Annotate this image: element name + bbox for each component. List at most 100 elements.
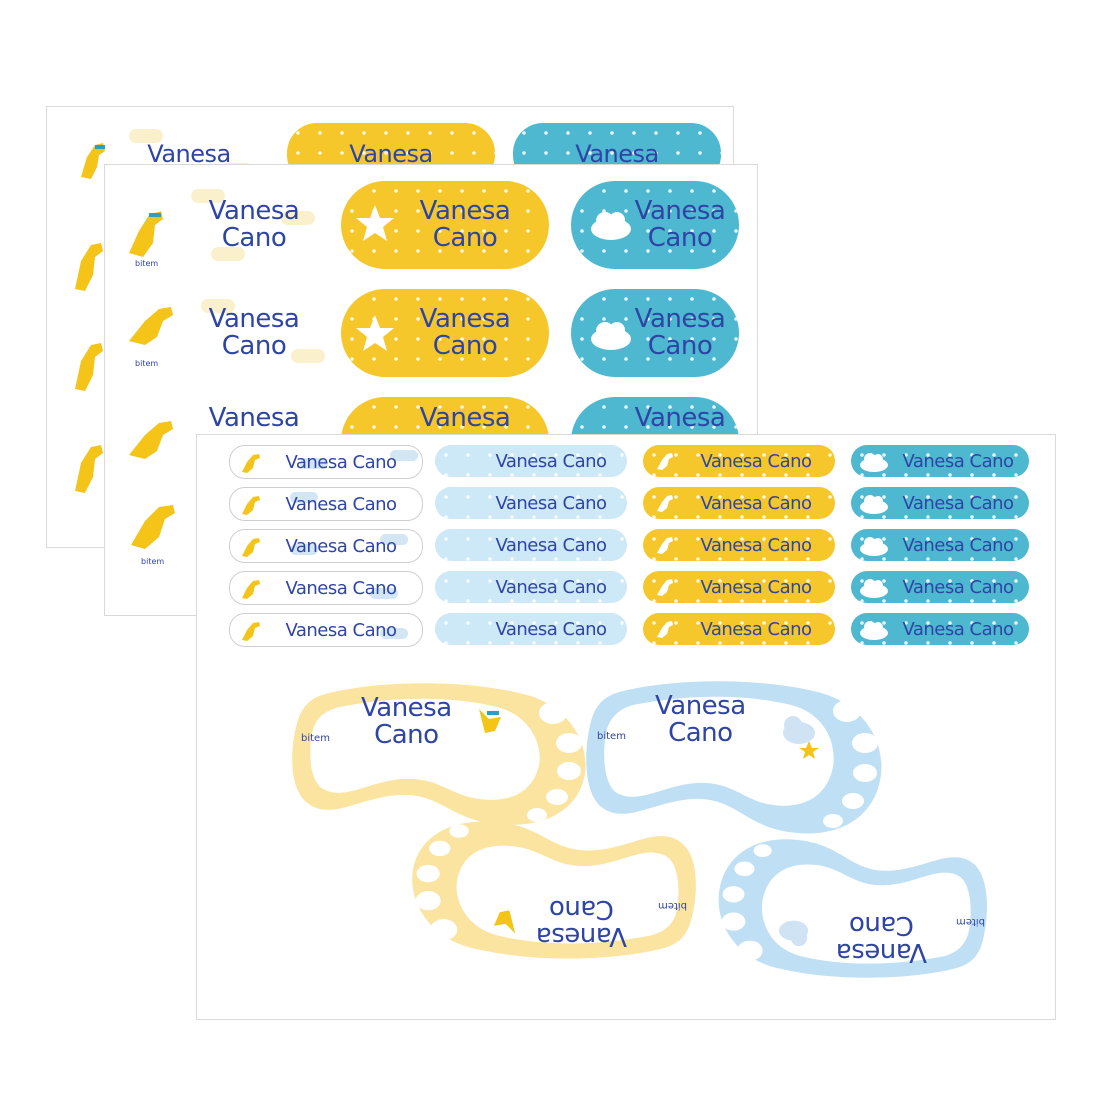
name-label: Vanesa Cano: [285, 493, 397, 515]
cloud-icon: [860, 537, 888, 556]
cloud-icon: [860, 579, 888, 598]
small-yellow-label: Vanesa Cano: [643, 487, 835, 519]
llama-icon: [75, 243, 103, 291]
llama-icon: [242, 622, 260, 641]
star-icon: [356, 315, 394, 351]
name-label: Vanesa Cano: [700, 534, 812, 556]
last-name: Cano: [647, 223, 713, 253]
small-cloud-label: Vanesa Cano: [851, 445, 1029, 477]
first-name: Vanesa: [419, 303, 511, 334]
first-name: Vanesa: [634, 403, 726, 433]
first-name: Vanesa: [836, 937, 927, 967]
name-label: Vanesa Cano: [285, 619, 397, 641]
name-label: Vanesa Cano: [700, 492, 812, 514]
name-label: Vanesa Cano: [285, 577, 397, 599]
first-name: Vanesa: [634, 195, 726, 226]
first-name: Vanesa: [655, 691, 746, 721]
brand-logo: bitem: [658, 900, 687, 911]
name-label: Vanesa Cano: [285, 535, 397, 557]
llama-icon: [657, 537, 673, 554]
name-label: Vanesa Cano: [902, 492, 1014, 514]
name-label: Vanesa Cano: [700, 576, 812, 598]
last-name: Cano: [432, 331, 498, 361]
brand-logo: bitem: [135, 259, 159, 268]
small-yellow-label: Vanesa Cano: [643, 613, 835, 645]
small-cloud-label: Vanesa Cano: [851, 613, 1029, 645]
last-name: Cano: [221, 223, 287, 253]
cloud-icon: [860, 453, 888, 472]
llama-icon: [657, 453, 673, 470]
star-label: Vanesa: [287, 123, 495, 185]
llama-icon: [657, 621, 673, 638]
small-llama-label: Vanesa Cano: [229, 571, 423, 605]
cloud-icon: [860, 621, 888, 640]
llama-icon: [81, 143, 105, 179]
first-name: Vanesa: [208, 403, 300, 433]
cloud-icon: [860, 495, 888, 514]
name-label: Vanesa Cano: [495, 534, 607, 556]
llama-label: bitem Vanesa Cano: [121, 289, 327, 377]
brand-logo: bitem: [301, 733, 330, 744]
llama-icon: [242, 454, 260, 473]
name-label: Vanesa Cano: [902, 618, 1014, 640]
llama-icon: [75, 445, 103, 493]
cloud-label: Vanesa Cano: [571, 289, 739, 377]
name-label: Vanesa Cano: [495, 618, 607, 640]
small-llama-label: Vanesa Cano: [229, 613, 423, 647]
small-star-label: Vanesa Cano: [435, 487, 627, 519]
name-label: Vanesa Cano: [495, 492, 607, 514]
first-name: Vanesa: [419, 195, 511, 226]
last-name: Cano: [432, 223, 498, 253]
foot-sticker-blue-rotated: bitem Vanesa Cano: [699, 827, 999, 987]
brand-logo: bitem: [597, 731, 626, 742]
small-star-label: Vanesa Cano: [435, 445, 627, 477]
foot-sticker-yellow-rotated: bitem Vanesa Cano: [403, 811, 699, 971]
small-llama-label: Vanesa Cano: [229, 445, 423, 479]
name-label: Vanesa Cano: [700, 450, 812, 472]
first-name: Vanesa: [361, 693, 452, 723]
brand-logo: bitem: [956, 916, 985, 927]
small-yellow-label: Vanesa Cano: [643, 571, 835, 603]
star-label: Vanesa Cano: [341, 289, 549, 377]
small-llama-label: Vanesa Cano: [229, 529, 423, 563]
name-label: Vanesa: [349, 140, 433, 168]
llama-icon: [242, 580, 260, 599]
llama-label: bitem Vanesa Cano: [121, 181, 327, 269]
first-name: Vanesa: [419, 403, 511, 433]
name-label: Vanesa Cano: [902, 576, 1014, 598]
llama-icon: [129, 307, 173, 345]
last-name: Cano: [374, 720, 439, 751]
last-name: Cano: [849, 909, 914, 940]
llama-icon: [657, 579, 673, 596]
small-star-label: Vanesa Cano: [435, 529, 627, 561]
cloud-label: Vanesa Cano: [571, 181, 739, 269]
cloud-icon: [591, 212, 631, 240]
name-label: Vanesa Cano: [495, 450, 607, 472]
front-sticker-sheet: Vanesa Cano Vanesa Cano Vanesa Cano Vane…: [196, 434, 1056, 1020]
small-star-label: Vanesa Cano: [435, 613, 627, 645]
foot-sticker-yellow: bitem Vanesa Cano: [289, 673, 595, 833]
small-star-label: Vanesa Cano: [435, 571, 627, 603]
name-label: Vanesa Cano: [700, 618, 812, 640]
last-name: Cano: [221, 331, 287, 361]
llama-icon: [75, 343, 103, 391]
last-name: Cano: [647, 331, 713, 361]
llama-icon: [131, 505, 175, 549]
star-label: Vanesa Cano: [341, 181, 549, 269]
llama-icon: [657, 495, 673, 512]
name-label: Vanesa: [147, 140, 231, 168]
last-name: Cano: [668, 718, 733, 749]
name-label: Vanesa Cano: [285, 451, 397, 473]
small-cloud-label: Vanesa Cano: [851, 529, 1029, 561]
first-name: Vanesa: [208, 195, 300, 226]
first-name: Vanesa: [536, 921, 627, 951]
llama-icon: [129, 421, 173, 459]
name-label: Vanesa Cano: [902, 450, 1014, 472]
llama-icon: [129, 211, 163, 257]
last-name: Cano: [549, 893, 614, 924]
name-label: Vanesa Cano: [495, 576, 607, 598]
small-yellow-label: Vanesa Cano: [643, 529, 835, 561]
llama-icon: [242, 496, 260, 515]
foot-sticker-blue: bitem Vanesa Cano: [583, 671, 893, 847]
first-name: Vanesa: [634, 303, 726, 334]
